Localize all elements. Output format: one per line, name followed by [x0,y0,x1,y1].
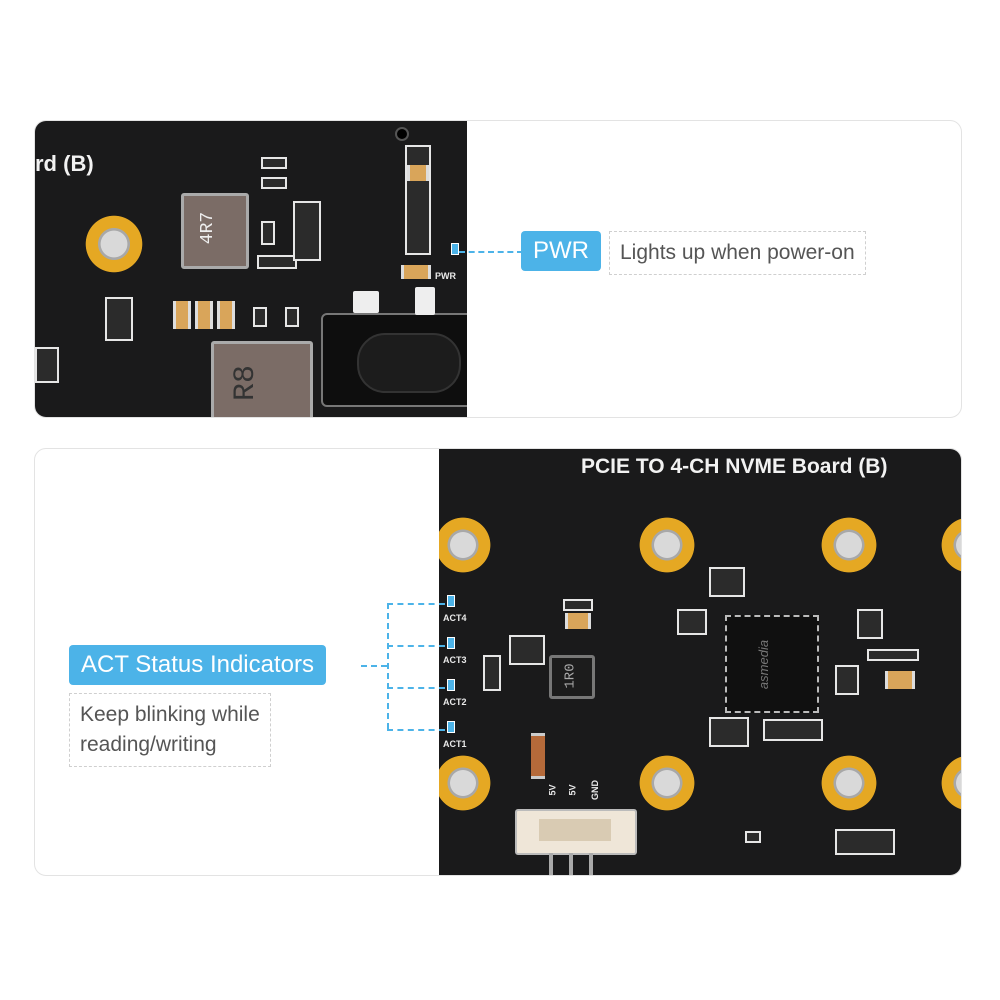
smd-capacitor [885,671,915,689]
smd-component [253,307,267,327]
mounting-hole [819,515,879,575]
smd-component [857,609,883,639]
pwr-leader-line [459,251,523,253]
act-desc-line-2: reading/writing [80,733,217,756]
act-label: ACT4 [443,613,467,623]
act-leader-bracket [387,603,389,729]
smd-component [709,717,749,747]
smd-component [509,635,545,665]
act-leader-line [387,603,445,605]
smd-component [293,201,321,261]
connector-pin-label: 5V [567,784,578,796]
board-label-partial: rd (B) [35,151,94,176]
smd-component [261,221,275,245]
smd-component [285,307,299,327]
act-leader-line [361,665,387,667]
pcb-photo-bottom: PCIE TO 4-CH NVME Board (B) ACT4 ACT3 AC… [439,449,961,875]
act-callout-desc: Keep blinking while reading/writing [69,693,271,767]
smd-resistor [401,265,431,279]
smd-component [105,297,133,341]
smd-capacitor [173,301,191,329]
pcb-photo-top: rd (B) 4R7 R8 PWR [35,121,467,417]
act-leader-line [387,687,445,689]
mounting-hole [83,213,145,275]
mounting-hole [439,753,493,813]
resistor-array [405,145,431,255]
smd-capacitor [217,301,235,329]
jack-pin [415,287,435,315]
act-desc-line-1: Keep blinking while [80,703,260,726]
fan-connector [515,809,637,855]
pwr-callout-desc: Lights up when power-on [609,231,866,275]
pwr-detail-panel: rd (B) 4R7 R8 PWR PWR [34,120,962,418]
act2-led [447,679,455,691]
act1-led [447,721,455,733]
pwr-silk-label: PWR [435,271,456,281]
mounting-hole [819,753,879,813]
act-label: ACT3 [443,655,467,665]
asmedia-controller-chip: asmedia [725,615,819,713]
mounting-hole [939,515,961,575]
connector-pin-label: GND [590,780,600,800]
act-detail-panel: PCIE TO 4-CH NVME Board (B) ACT4 ACT3 AC… [34,448,962,876]
smd-component [483,655,501,691]
smd-capacitor [195,301,213,329]
act-callout-title: ACT Status Indicators [69,645,326,685]
smd-component [677,609,707,635]
via-hole [395,127,409,141]
smd-capacitor [565,613,591,629]
smd-resistor [407,165,429,181]
mounting-hole [637,515,697,575]
jack-pin [353,291,379,313]
smd-component [563,599,593,611]
act3-led [447,637,455,649]
act4-led [447,595,455,607]
smd-component [835,665,859,695]
smd-component [261,157,287,169]
inductor-4r7: 4R7 [181,193,249,269]
dc-power-jack [321,313,467,407]
pwr-callout-title: PWR [521,231,601,271]
pwr-led [451,243,459,255]
smd-component [763,719,823,741]
inductor-1r0: 1R0 [549,655,595,699]
act-leader-line [387,645,445,647]
smd-component [261,177,287,189]
smd-component [867,649,919,661]
mounting-hole [439,515,493,575]
connector-pin-label: 5V [547,784,558,796]
smd-component [257,255,297,269]
act-label: ACT2 [443,697,467,707]
smd-component [835,829,895,855]
smd-component [709,567,745,597]
act-label: ACT1 [443,739,467,749]
mounting-hole [637,753,697,813]
board-title-silk: PCIE TO 4-CH NVME Board (B) [581,455,888,478]
tantalum-capacitor [531,733,545,779]
act-leader-line [387,729,445,731]
inductor-r8: R8 [211,341,313,417]
smd-component [35,347,59,383]
mounting-hole [939,753,961,813]
smd-component [745,831,761,843]
